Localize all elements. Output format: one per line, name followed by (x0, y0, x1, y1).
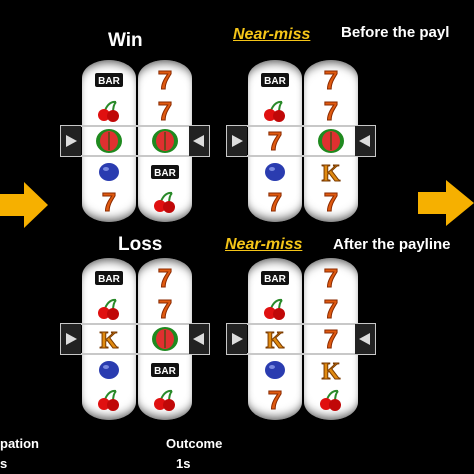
plum-icon (248, 356, 302, 384)
reel-left: BAR 7 (82, 60, 136, 222)
svg-text:7: 7 (268, 387, 282, 413)
cherry-icon (82, 295, 136, 323)
seven-icon: 7 (304, 264, 358, 292)
watermelon-icon (138, 325, 192, 353)
bar-icon: BAR (248, 264, 302, 292)
svg-text:7: 7 (158, 265, 172, 291)
cherry-icon (138, 386, 192, 414)
anticipation-label: pation (0, 436, 39, 451)
near-miss-bottom-label: Near-miss (225, 236, 303, 253)
arrow-left-icon (0, 182, 48, 228)
svg-text:7: 7 (324, 265, 338, 291)
svg-text:7: 7 (158, 98, 172, 124)
near-miss-top-label: Near-miss (233, 26, 311, 43)
svg-text:7: 7 (268, 189, 282, 215)
bar-icon: BAR (82, 264, 136, 292)
payline-pointer-right-icon (227, 324, 247, 354)
seven-icon: 7 (304, 66, 358, 94)
watermelon-icon (138, 127, 192, 155)
arrow-right-icon (418, 180, 474, 226)
svg-text:BAR: BAR (154, 366, 176, 377)
reel-left: BAR 7 7 (248, 60, 302, 222)
svg-text:7: 7 (324, 189, 338, 215)
bar-icon: BAR (248, 66, 302, 94)
before-payline-label: Before the payl (341, 24, 450, 41)
cherry-icon (248, 97, 302, 125)
k-icon: K (248, 325, 302, 353)
svg-text:7: 7 (268, 128, 282, 154)
svg-text:K: K (266, 328, 285, 352)
svg-text:BAR: BAR (264, 76, 286, 87)
seven-icon: 7 (138, 295, 192, 323)
seven-icon: 7 (304, 97, 358, 125)
seven-icon: 7 (138, 97, 192, 125)
seven-icon: 7 (304, 295, 358, 323)
k-icon: K (304, 356, 358, 384)
seven-icon: 7 (82, 188, 136, 216)
svg-text:K: K (322, 359, 341, 383)
svg-text:7: 7 (324, 98, 338, 124)
outcome-time: 1s (176, 456, 191, 471)
svg-text:K: K (100, 328, 119, 352)
plum-icon (82, 158, 136, 186)
svg-text:7: 7 (324, 326, 338, 352)
watermelon-icon (82, 127, 136, 155)
after-payline-label: After the payline (333, 236, 451, 253)
svg-text:BAR: BAR (264, 274, 286, 285)
cherry-icon (304, 386, 358, 414)
cherry-icon (82, 97, 136, 125)
bar-icon: BAR (82, 66, 136, 94)
svg-text:7: 7 (324, 296, 338, 322)
plum-icon (248, 158, 302, 186)
seven-icon: 7 (304, 325, 358, 353)
payline-pointer-left-icon (189, 126, 209, 156)
anticipation-time: s (0, 456, 8, 471)
seven-icon: 7 (248, 386, 302, 414)
plum-icon (82, 356, 136, 384)
bar-icon: BAR (138, 158, 192, 186)
cherry-icon (248, 295, 302, 323)
k-icon: K (304, 158, 358, 186)
bar-icon: BAR (138, 356, 192, 384)
svg-text:K: K (322, 161, 341, 185)
seven-icon: 7 (304, 188, 358, 216)
payline-pointer-left-icon (355, 126, 375, 156)
watermelon-icon (304, 127, 358, 155)
seven-icon: 7 (248, 188, 302, 216)
svg-text:7: 7 (102, 189, 116, 215)
svg-text:7: 7 (158, 67, 172, 93)
payline-pointer-left-icon (355, 324, 375, 354)
payline-pointer-right-icon (61, 126, 81, 156)
loss-label: Loss (118, 234, 163, 255)
reel-left: BAR K (82, 258, 136, 420)
win-label: Win (108, 30, 143, 51)
svg-text:BAR: BAR (98, 274, 120, 285)
seven-icon: 7 (248, 127, 302, 155)
reel-left: BAR K 7 (248, 258, 302, 420)
svg-text:BAR: BAR (98, 76, 120, 87)
svg-text:7: 7 (324, 67, 338, 93)
seven-icon: 7 (138, 264, 192, 292)
k-icon: K (82, 325, 136, 353)
seven-icon: 7 (138, 66, 192, 94)
svg-text:BAR: BAR (154, 168, 176, 179)
payline-pointer-right-icon (227, 126, 247, 156)
payline-pointer-left-icon (189, 324, 209, 354)
svg-text:7: 7 (158, 296, 172, 322)
cherry-icon (82, 386, 136, 414)
outcome-label: Outcome (166, 436, 223, 451)
cherry-icon (138, 188, 192, 216)
payline-pointer-right-icon (61, 324, 81, 354)
